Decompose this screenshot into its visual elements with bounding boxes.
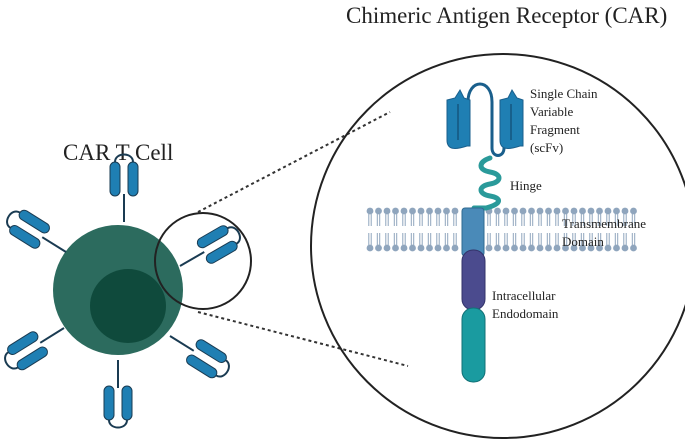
lipid-head xyxy=(553,244,561,252)
lipid-head xyxy=(621,244,629,252)
lipid-head xyxy=(392,207,399,215)
lipid-head xyxy=(426,244,433,252)
lipid-head xyxy=(587,244,595,252)
label-scfv-line-4: (scFv) xyxy=(530,140,563,155)
lipid-head xyxy=(630,244,637,252)
lipid-head xyxy=(366,207,374,215)
lipid-head xyxy=(451,244,459,252)
lipid-head xyxy=(494,207,501,215)
lipid-head xyxy=(434,244,442,252)
lipid-head xyxy=(579,207,586,215)
intracellular-upper xyxy=(461,249,486,311)
lipid-head xyxy=(596,244,603,252)
lipid-head xyxy=(596,207,603,215)
lipid-head xyxy=(562,207,569,215)
label-hinge: Hinge xyxy=(510,178,542,193)
label-intracellular-line-1: Intracellular xyxy=(492,288,556,303)
lipid-head xyxy=(375,207,382,215)
lipid-head xyxy=(443,244,450,252)
label-transmembrane-line-1: Transmembrane xyxy=(562,216,646,231)
diagram-title: Chimeric Antigen Receptor (CAR) xyxy=(346,3,667,28)
lipid-head xyxy=(417,244,425,252)
lipid-head xyxy=(383,244,391,252)
lipid-head xyxy=(409,207,416,215)
lipid-head xyxy=(366,244,374,252)
scfv-domain xyxy=(446,82,524,157)
receptor-bottom xyxy=(103,359,133,429)
lipid-head xyxy=(451,207,459,215)
lipid-head xyxy=(613,244,620,252)
car-structure xyxy=(446,82,524,383)
lipid-head xyxy=(604,207,612,215)
lipid-head xyxy=(511,207,518,215)
lipid-head xyxy=(400,207,408,215)
lipid-head xyxy=(545,207,552,215)
lipid-head xyxy=(536,244,544,252)
lipid-head xyxy=(570,207,578,215)
lipid-head xyxy=(519,244,527,252)
lipid-head xyxy=(579,244,586,252)
lipid-head xyxy=(502,244,510,252)
cell-membrane xyxy=(366,207,637,252)
label-transmembrane: Transmembrane Domain xyxy=(562,216,649,249)
receptor-upper-left xyxy=(0,203,75,265)
receptor-lower-left xyxy=(0,315,73,377)
lipid-head xyxy=(434,207,442,215)
part-labels: Single Chain Variable Fragment (scFv) Hi… xyxy=(492,86,649,321)
label-intracellular: Intracellular Endodomain xyxy=(492,288,559,321)
cell-nucleus xyxy=(90,269,166,343)
lipid-head xyxy=(409,244,416,252)
zoom-line-bottom xyxy=(197,311,409,367)
cell-label: CAR T Cell xyxy=(63,140,173,165)
lipid-head xyxy=(400,244,408,252)
lipid-head xyxy=(630,207,637,215)
label-scfv-line-2: Variable xyxy=(530,104,574,119)
lipid-head xyxy=(502,207,510,215)
lipid-head xyxy=(443,207,450,215)
lipid-head xyxy=(417,207,425,215)
lipid-head xyxy=(511,244,518,252)
lipid-head xyxy=(485,244,493,252)
zoom-source-circle xyxy=(154,212,252,310)
label-hinge-line-1: Hinge xyxy=(510,178,542,193)
lipid-head xyxy=(553,207,561,215)
lipid-head xyxy=(528,244,535,252)
lipid-head xyxy=(375,244,382,252)
lipid-head xyxy=(519,207,527,215)
lipid-head xyxy=(494,244,501,252)
car-t-cell xyxy=(53,225,183,355)
lipid-head xyxy=(536,207,544,215)
lipid-head xyxy=(621,207,629,215)
lipid-head xyxy=(545,244,552,252)
label-scfv: Single Chain Variable Fragment (scFv) xyxy=(530,86,601,155)
intracellular-lower xyxy=(461,307,486,383)
receptor-lower-right xyxy=(161,323,236,385)
label-intracellular-line-2: Endodomain xyxy=(492,306,559,321)
lipid-head xyxy=(383,207,391,215)
label-transmembrane-line-2: Domain xyxy=(562,234,604,249)
hinge-domain xyxy=(471,155,502,211)
transmembrane-domain xyxy=(461,207,485,257)
lipid-head xyxy=(528,207,535,215)
label-scfv-line-3: Fragment xyxy=(530,122,580,137)
label-scfv-line-1: Single Chain xyxy=(530,86,598,101)
zoom-line-top xyxy=(197,111,391,213)
lipid-head xyxy=(613,207,620,215)
lipid-head xyxy=(562,244,569,252)
receptor-upper-right xyxy=(172,219,247,280)
lipid-head xyxy=(587,207,595,215)
lipid-head xyxy=(604,244,612,252)
lipid-head xyxy=(426,207,433,215)
zoom-detail-circle xyxy=(310,53,685,439)
lipid-head xyxy=(392,244,399,252)
lipid-head xyxy=(570,244,578,252)
